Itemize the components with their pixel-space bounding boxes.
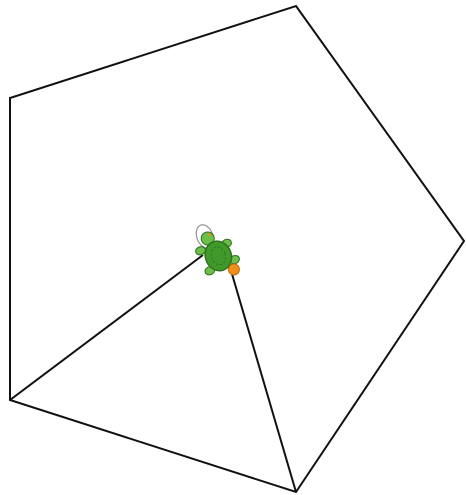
canvas-background: [0, 0, 466, 495]
turtle-canvas: [0, 0, 466, 495]
